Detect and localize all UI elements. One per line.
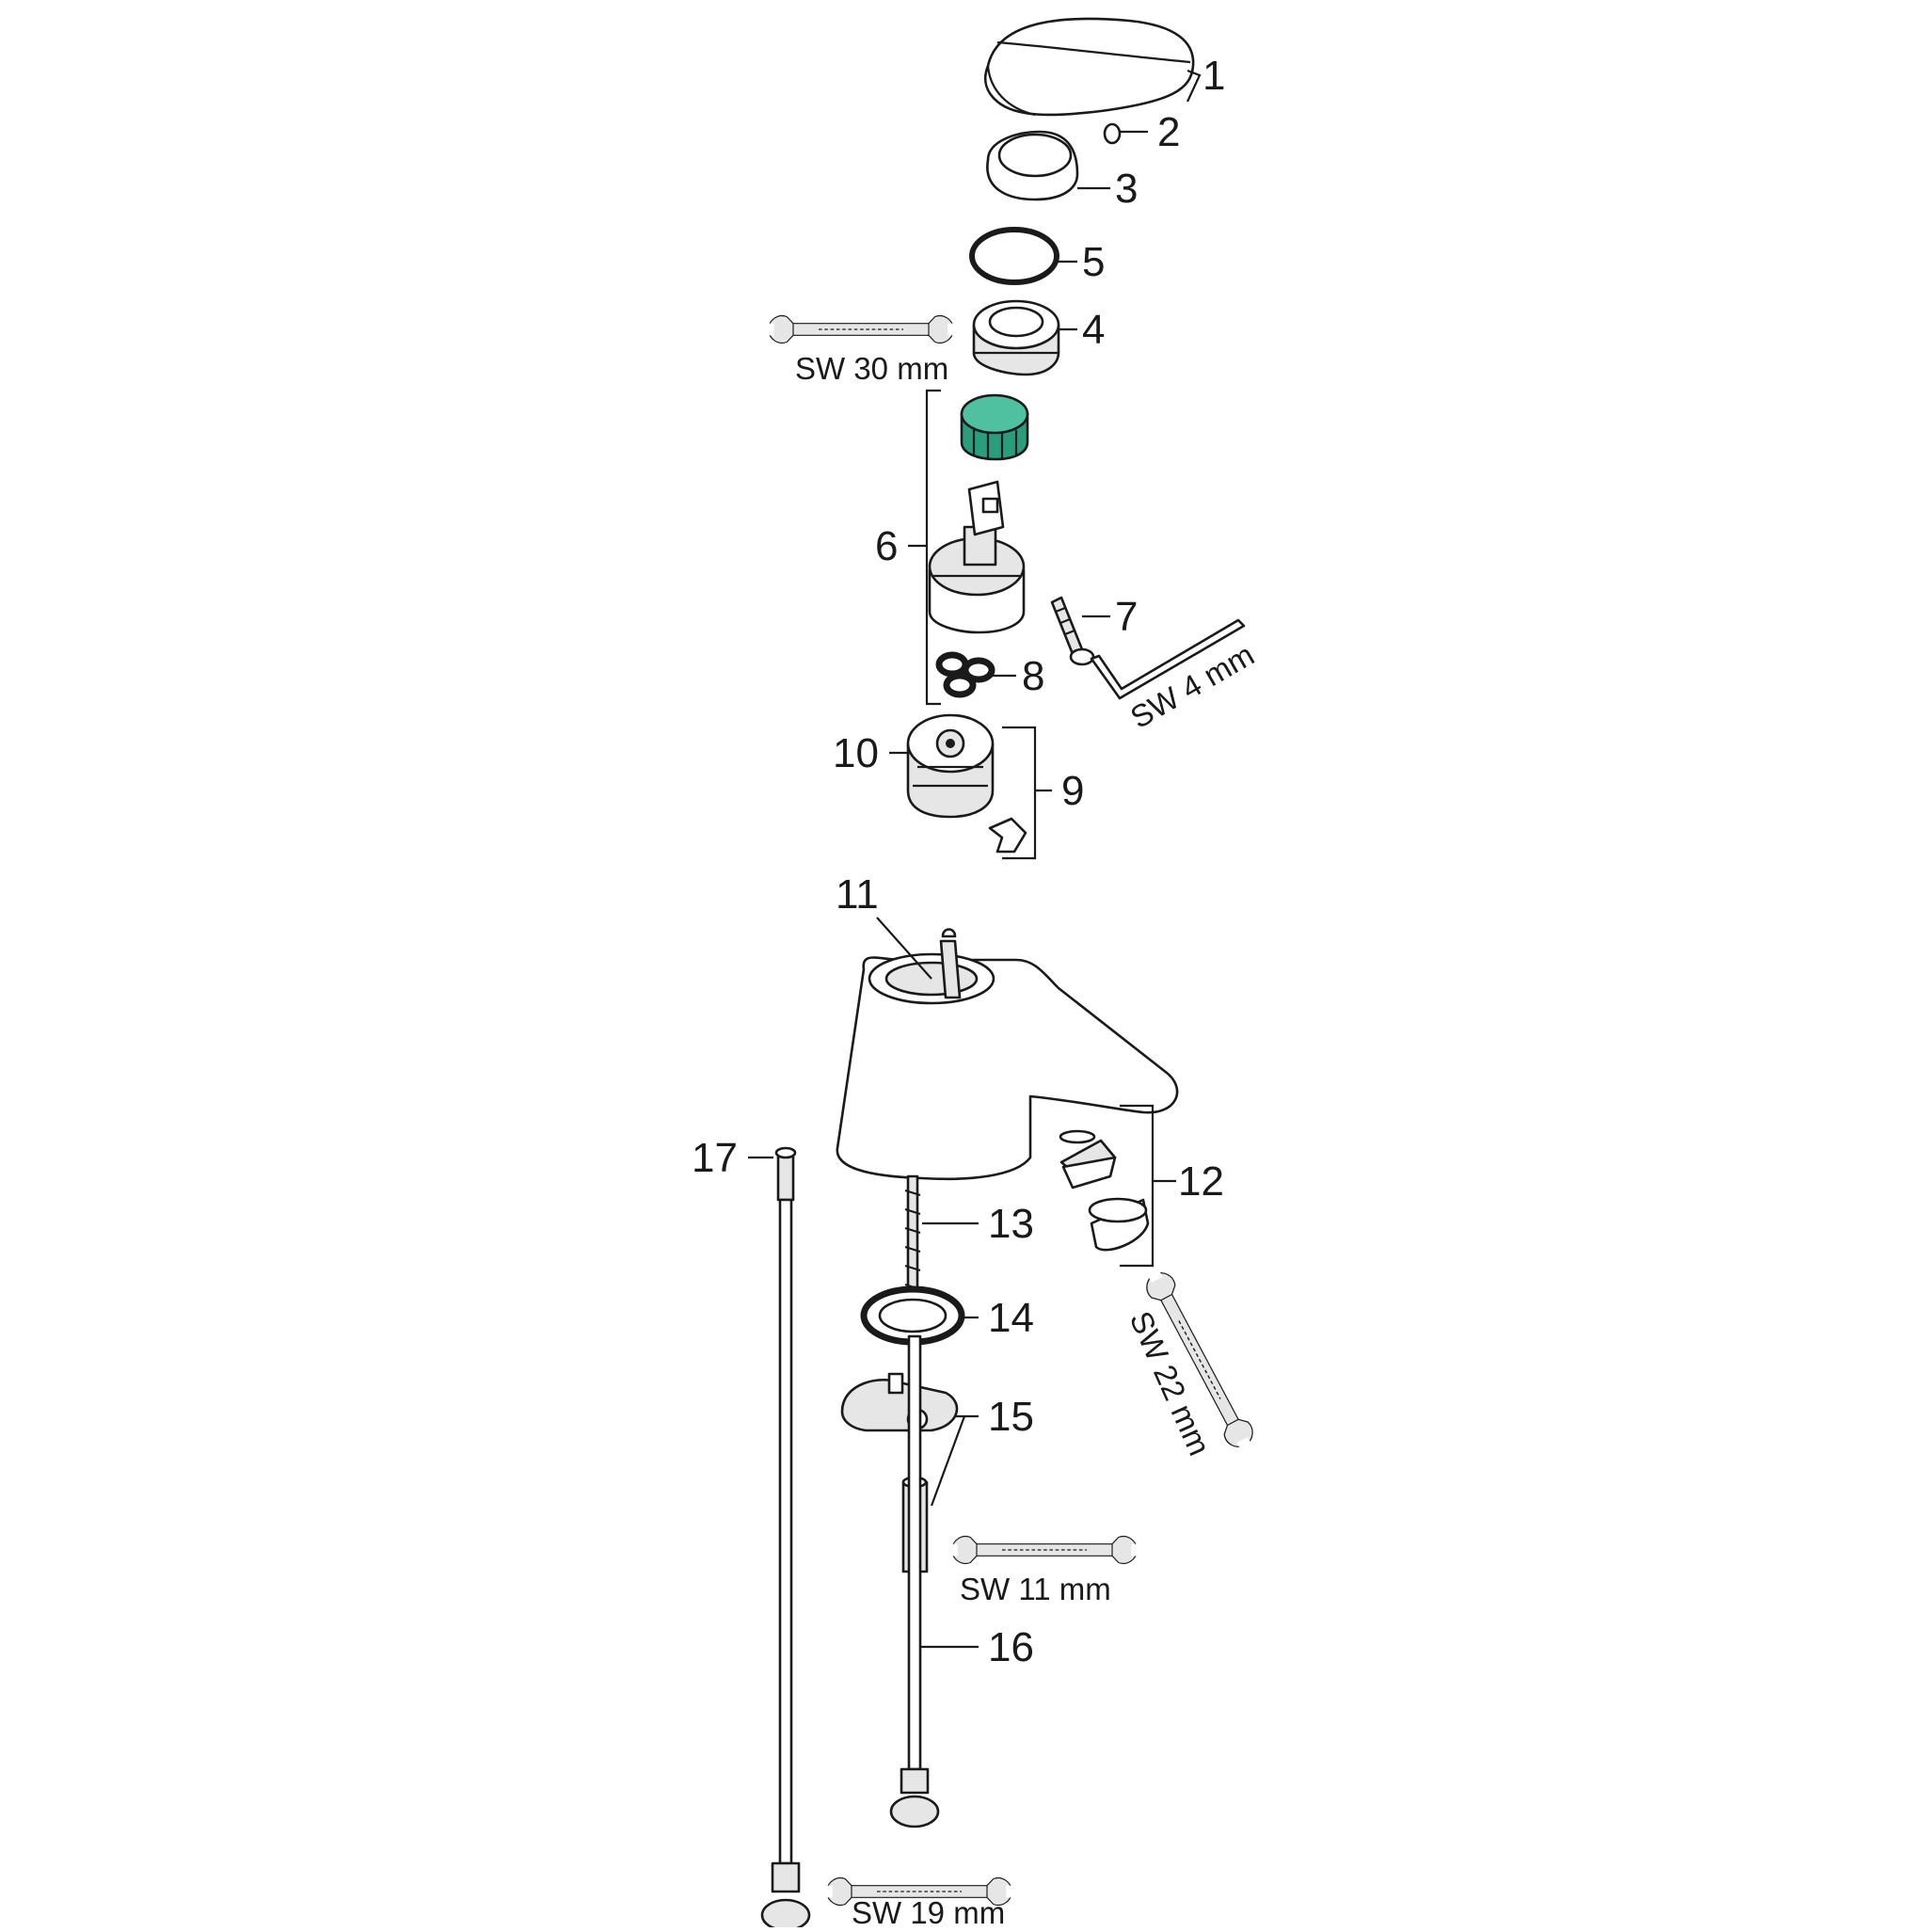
leader-15: [930, 1414, 979, 1507]
callout-13: 13: [988, 1201, 1034, 1247]
callout-8: 8: [1022, 653, 1044, 699]
callout-1: 1: [1202, 53, 1225, 99]
part-8-seals: [935, 651, 995, 698]
wrench-sw11-icon: [948, 1535, 1140, 1565]
part-5-o-ring: [969, 227, 1059, 285]
label-sw30: SW 30 mm: [795, 351, 948, 386]
callout-16: 16: [988, 1624, 1034, 1670]
wrench-sw30-icon: [765, 314, 957, 344]
part-11-faucet-body: [836, 928, 1179, 1181]
bracket-6: [925, 389, 941, 706]
callout-5: 5: [1082, 239, 1105, 285]
part-14-gasket: [860, 1285, 965, 1346]
callout-9: 9: [1061, 768, 1084, 814]
callout-12: 12: [1178, 1158, 1224, 1205]
part-6-green-ring: [960, 393, 1029, 461]
label-sw19: SW 19 mm: [852, 1895, 1005, 1927]
callout-3: 3: [1115, 166, 1138, 212]
part-7-screw: [1050, 596, 1095, 666]
callout-17: 17: [692, 1135, 738, 1181]
callout-10: 10: [833, 730, 879, 776]
leader-11: [876, 917, 932, 980]
leader-1: [1186, 69, 1202, 103]
callout-14: 14: [988, 1295, 1034, 1341]
callout-4: 4: [1082, 307, 1105, 353]
allen-key-sw4-icon: [1090, 618, 1246, 700]
bracket-9: [1002, 726, 1037, 860]
part-10-insert: [906, 713, 995, 819]
callout-11: 11: [836, 871, 879, 918]
callout-2: 2: [1157, 109, 1180, 155]
part-2-set-screw: [1103, 122, 1122, 145]
callout-7: 7: [1115, 594, 1138, 640]
bracket-12: [1120, 1104, 1155, 1268]
part-12-aerator: [1059, 1129, 1150, 1252]
part-4-nut: [972, 299, 1060, 376]
part-6-cartridge: [928, 480, 1026, 634]
part-1-handle: [984, 17, 1195, 117]
part-3-cover-ring: [986, 130, 1079, 201]
part-9-clip: [988, 817, 1027, 854]
label-sw22: SW 22 mm: [1123, 1306, 1218, 1461]
part-15-mounting-plate: [840, 1372, 959, 1432]
callout-6: 6: [875, 523, 898, 569]
label-sw11: SW 11 mm: [960, 1572, 1111, 1606]
part-16-hose: [889, 1334, 940, 1828]
part-17-hose: [760, 1146, 811, 1932]
callout-15: 15: [988, 1394, 1034, 1440]
